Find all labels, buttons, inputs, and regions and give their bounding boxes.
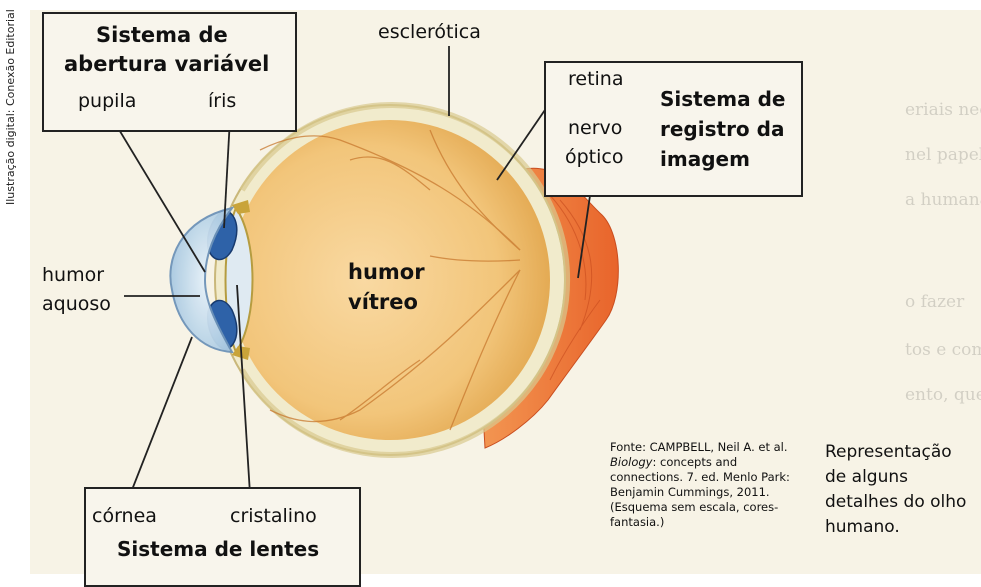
optic-nerve-label-line1: nervo	[568, 118, 622, 140]
aqueous-humor-label-line1: humor	[42, 265, 104, 287]
retina-label: retina	[568, 69, 624, 91]
lens-system-title: Sistema de lentes	[117, 538, 319, 561]
vitreous-humor-label-line2: vítreo	[348, 290, 418, 314]
optic-nerve-label-line2: óptico	[565, 147, 623, 169]
vitreous-humor-label-line1: humor	[348, 260, 425, 284]
iris-label: íris	[208, 91, 236, 113]
aperture-title-line1: Sistema de	[96, 23, 228, 47]
sclera-label: esclerótica	[378, 22, 481, 44]
pupil-label: pupila	[78, 91, 136, 113]
registration-title-line2: registro da	[660, 118, 784, 141]
cornea-label: córnea	[92, 506, 157, 528]
source-citation: Fonte: CAMPBELL, Neil A. et al. Biology:…	[610, 440, 800, 530]
aperture-title-line2: abertura variável	[64, 52, 269, 76]
registration-title-line3: imagem	[660, 148, 750, 171]
lens-label: cristalino	[230, 506, 317, 528]
registration-title-line1: Sistema de	[660, 88, 785, 111]
figure-caption: Representação de alguns detalhes do olho…	[825, 440, 975, 540]
aqueous-humor-label-line2: aquoso	[42, 294, 111, 316]
